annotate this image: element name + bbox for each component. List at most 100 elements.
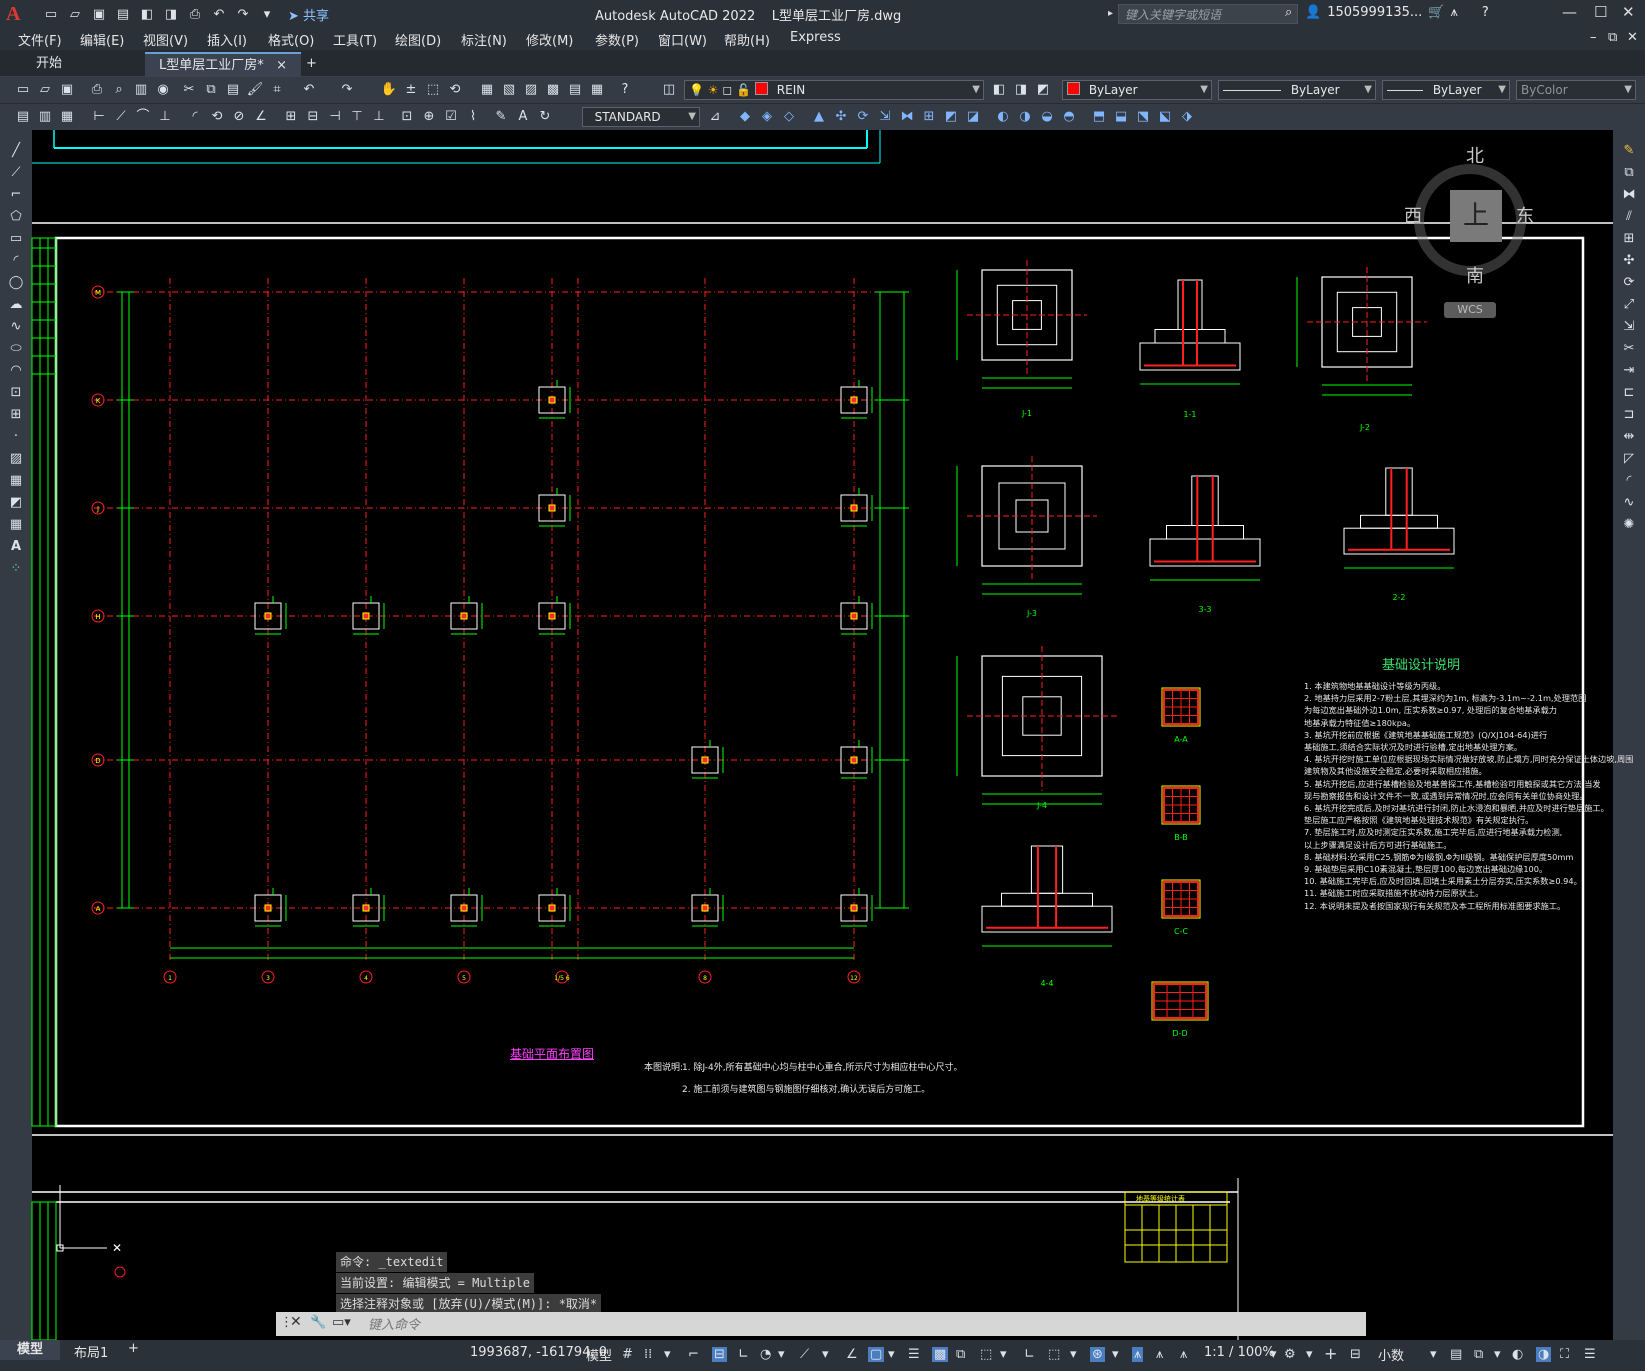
3d-camera-icon[interactable]: ⬗ — [1182, 109, 1192, 124]
dim-update-icon[interactable]: ↻ — [539, 109, 551, 124]
doc-restore-icon[interactable]: ⧉ — [1608, 30, 1618, 45]
annotation-monitor-icon[interactable]: + — [1324, 1344, 1338, 1363]
break-dim-icon[interactable]: ⊥ — [373, 109, 385, 124]
scale-icon[interactable]: ⤢ — [1623, 297, 1635, 312]
menu-parametric[interactable]: 参数(P) — [595, 34, 639, 49]
close-tab-icon[interactable]: × — [276, 58, 288, 73]
menu-help[interactable]: 帮助(H) — [724, 34, 770, 49]
menu-dimension[interactable]: 标注(N) — [461, 34, 507, 49]
doc-close-icon[interactable]: ✕ — [1627, 30, 1638, 45]
chamfer-icon[interactable]: ◸ — [1624, 451, 1634, 466]
recent-commands-icon[interactable]: ▭▾ — [332, 1315, 351, 1330]
gizmo-icon[interactable]: ⊛ — [1090, 1347, 1105, 1362]
menu-tools[interactable]: 工具(T) — [333, 34, 378, 49]
open-web-icon[interactable]: ◧ — [140, 6, 154, 22]
redo-icon[interactable]: ↷ — [237, 6, 249, 22]
table-style-icon[interactable]: ▦ — [60, 109, 74, 124]
save-web-icon[interactable]: ◨ — [164, 6, 178, 22]
help-icon[interactable]: ? — [1481, 5, 1489, 20]
dim-text-edit-icon[interactable]: A — [518, 109, 528, 124]
plot-icon[interactable]: ⎙ — [189, 6, 201, 22]
command-input[interactable] — [366, 1314, 1360, 1336]
line-icon[interactable]: ╱ — [12, 143, 20, 158]
offset-icon[interactable]: ⫽ — [1626, 209, 1632, 224]
infer-constraints-icon[interactable]: ⌐ — [688, 1347, 699, 1362]
make-current-layer-icon[interactable]: ◧ — [992, 82, 1006, 97]
3d-union-icon[interactable]: ◈ — [762, 109, 772, 124]
rectangle-icon[interactable]: ▭ — [9, 231, 23, 246]
menu-insert[interactable]: 插入(I) — [207, 34, 247, 49]
wcs-menu[interactable]: WCS — [1444, 302, 1496, 318]
arc-length-icon[interactable]: ⌒ — [136, 109, 150, 124]
viewcube-top-face[interactable]: 上 — [1450, 190, 1502, 242]
stretch-icon[interactable]: ⇲ — [1623, 319, 1635, 334]
lock-ui-icon[interactable]: ⧉ — [1474, 1347, 1484, 1362]
spline-icon[interactable]: ∿ — [10, 319, 22, 334]
properties-icon[interactable]: ▦ — [480, 82, 494, 97]
3d-orbit-icon[interactable]: ⬓ — [1114, 109, 1128, 124]
dim-override-icon[interactable]: ⊿ — [709, 109, 721, 124]
zoom-previous-icon[interactable]: ⟲ — [449, 82, 461, 97]
viewcube-east[interactable]: 东 — [1516, 206, 1534, 227]
3d-slice-icon[interactable]: ◩ — [944, 109, 958, 124]
publish-icon[interactable]: ▥ — [134, 82, 148, 97]
3d-osnap-icon[interactable]: ⬚ — [980, 1347, 993, 1362]
rotate-icon[interactable]: ⟳ — [1623, 275, 1635, 290]
construction-line-icon[interactable]: ⟋ — [11, 165, 21, 180]
selection-cycling-icon[interactable]: ⧉ — [956, 1347, 966, 1362]
extend-icon[interactable]: ⇥ — [1623, 363, 1635, 378]
3d-walk-icon[interactable]: ⬔ — [1136, 109, 1150, 124]
3d-section-icon[interactable]: ◪ — [966, 109, 980, 124]
undo-icon[interactable]: ↶ — [303, 82, 315, 97]
annotation-visibility-icon[interactable]: ⩚ — [1132, 1347, 1144, 1362]
annotation-scale-icon[interactable]: ⩚ — [1180, 1347, 1188, 1362]
annotation-scale-value[interactable]: 1:1 / 100% — [1204, 1345, 1275, 1360]
3d-array-icon[interactable]: ⊞ — [923, 109, 935, 124]
polar-icon[interactable]: ◔ — [760, 1347, 772, 1362]
dropdown-icon[interactable]: ▾ — [664, 1347, 671, 1362]
isodraft-icon[interactable]: ⟋ — [800, 1347, 810, 1362]
viewcube-south[interactable]: 南 — [1466, 266, 1484, 287]
close-command-icon[interactable]: ✕ — [290, 1314, 302, 1330]
add-layout-icon[interactable]: + — [128, 1341, 139, 1356]
trim-icon[interactable]: ✂ — [1623, 341, 1635, 356]
object-snap-icon[interactable]: ▢ — [868, 1347, 885, 1362]
text-style-icon[interactable]: ▤ — [16, 109, 30, 124]
revision-cloud-icon[interactable]: ☁ — [9, 297, 23, 312]
lineweight-dropdown[interactable]: ByLayer ▼ — [1382, 80, 1510, 100]
grid-icon[interactable]: # — [622, 1347, 633, 1362]
object-snap-tracking-icon[interactable]: ∠ — [846, 1347, 858, 1362]
3d-subtract-icon[interactable]: ◇ — [784, 109, 794, 124]
color-dropdown[interactable]: ByLayer ▼ — [1062, 80, 1212, 100]
dropdown-icon[interactable]: ▾ — [778, 1347, 785, 1362]
tab-active-drawing[interactable]: L型单层工业厂房* × — [145, 52, 302, 77]
grip-handle-icon[interactable]: ⋮ — [280, 1315, 293, 1330]
isolate-objects-icon[interactable]: ◐ — [1512, 1347, 1524, 1362]
3d-extrude-icon[interactable]: ▲ — [814, 109, 824, 124]
viewcube-ring[interactable] — [1414, 164, 1526, 276]
dim-edit-icon[interactable]: ✎ — [495, 109, 507, 124]
3d-fly-icon[interactable]: ⬕ — [1158, 109, 1172, 124]
search-input[interactable]: 键入关键字或短语 — [1118, 4, 1298, 24]
3d-align-icon[interactable]: ⇲ — [879, 109, 891, 124]
polygon-icon[interactable]: ⬠ — [10, 209, 22, 224]
jogged-linear-icon[interactable]: ⌇ — [469, 109, 477, 124]
ortho-icon[interactable]: ∟ — [738, 1347, 749, 1362]
design-center-icon[interactable]: ▧ — [502, 82, 516, 97]
join-icon[interactable]: ⇹ — [1623, 429, 1635, 444]
open-icon[interactable]: ▱ — [40, 82, 50, 97]
3d-rotate-icon[interactable]: ⟳ — [857, 109, 869, 124]
search-icon[interactable]: ⌕ — [1285, 5, 1293, 20]
viewcube-north[interactable]: 北 — [1466, 146, 1484, 167]
erase-icon[interactable]: ✎ — [1623, 143, 1635, 158]
3d-shell-icon[interactable]: ◐ — [997, 109, 1009, 124]
transparency-icon[interactable]: ▩ — [932, 1347, 949, 1362]
gradient-icon[interactable]: ▦ — [9, 473, 23, 488]
3d-imprint-icon[interactable]: ◑ — [1019, 109, 1031, 124]
new-icon[interactable]: ▭ — [16, 82, 30, 97]
break-icon[interactable]: ⊐ — [1623, 407, 1635, 422]
sheet-set-icon[interactable]: ▩ — [546, 82, 560, 97]
paste-icon[interactable]: ▤ — [226, 82, 240, 97]
save-as-icon[interactable]: ▤ — [116, 6, 130, 22]
